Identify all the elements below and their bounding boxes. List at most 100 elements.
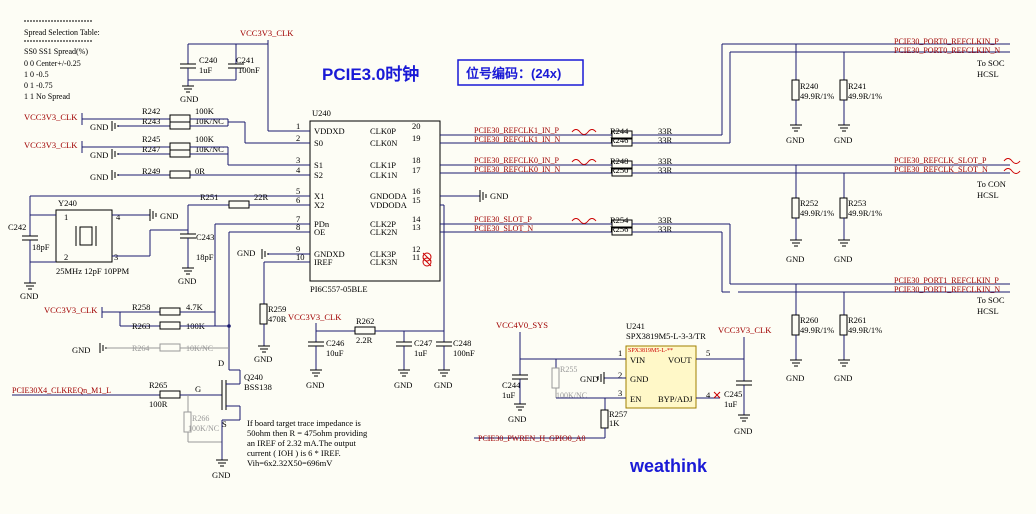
- resistor-ref: R254: [610, 215, 629, 225]
- cap-ref: C245: [724, 389, 742, 399]
- u240-body: [309, 120, 441, 282]
- u240-pin-number: 9: [296, 244, 300, 254]
- u240-pin-number: 7: [296, 214, 300, 224]
- note-line: 50ohm then R = 475ohm providing: [247, 428, 368, 438]
- resistor-value: 33R: [658, 215, 673, 225]
- net-label: PCIE30_REFCLK0_IN_N: [474, 165, 560, 174]
- spread-selection-table: Spread Selection Table: SS0 SS1 Spread(%…: [24, 20, 100, 101]
- gnd-label: GND: [580, 374, 598, 384]
- net-label: PCIE30_REFCLK0_IN_P: [474, 156, 559, 165]
- u240-pin-number: 5: [296, 186, 300, 196]
- crystal-pin: 1: [64, 212, 68, 222]
- net-label: PCIE30_REFCLK1_IN_N: [474, 135, 560, 144]
- u240-pin-name: GNDODA: [370, 191, 408, 201]
- net-label: PCIE30_REFCLK_SLOT_P: [894, 156, 987, 165]
- power-label-vcc33: VCC3V3_CLK: [240, 28, 294, 38]
- clock-output-nets: PCIE30_REFCLK1_IN_P PCIE30_REFCLK1_IN_N …: [422, 126, 612, 267]
- iref-network: GND R259 470R GND: [237, 248, 310, 364]
- u240-pin-name: VDDODA: [370, 200, 408, 210]
- mosfet-q240: PCIE30X4_CLKREQn_M1_L R265 100R G D S Q2…: [12, 358, 272, 480]
- resistor-value: 1K: [609, 418, 620, 428]
- u241-part: SPX3819M5-L-3-3/TR: [626, 331, 706, 341]
- cap-ref: C243: [196, 232, 214, 242]
- crystal-pin: 3: [114, 252, 118, 262]
- u241-pin-num: 1: [618, 348, 622, 358]
- resistor-value: 0R: [195, 166, 205, 176]
- gnd-label: GND: [394, 380, 412, 390]
- gnd-label: GND: [90, 150, 108, 160]
- resistor-value: 100K: [195, 134, 215, 144]
- page-title: PCIE3.0时钟: [322, 64, 419, 84]
- gnd-label: GND: [254, 354, 272, 364]
- dest-label: To SOC: [977, 295, 1005, 305]
- u240-pin-number: 2: [296, 133, 300, 143]
- resistor-ref: R241: [848, 81, 866, 91]
- u240-pin-number: 13: [412, 222, 421, 232]
- spread-table-header: Spread Selection Table:: [24, 28, 100, 37]
- u240-pin-number: 10: [296, 252, 305, 262]
- strap-resistors: VCC3V3_CLK GND R242 R243 100K 10K/NC VCC…: [24, 106, 310, 182]
- cap-ref: C244: [502, 380, 521, 390]
- crystal-pin: 4: [116, 212, 121, 222]
- u240-pin-name: IREF: [314, 257, 333, 267]
- spread-table-columns: SS0 SS1 Spread(%): [24, 47, 88, 56]
- resistor-value: 49.9R/1%: [800, 208, 834, 218]
- u241-pin-name: VOUT: [668, 355, 692, 365]
- cap-value: 18pF: [196, 252, 214, 262]
- mosfet-part: BSS138: [244, 382, 272, 392]
- gnd-label: GND: [508, 414, 526, 424]
- power-label-vcc33: VCC3V3_CLK: [288, 312, 342, 322]
- u240-pin-name: X1: [314, 191, 324, 201]
- u240-pin-number: 1: [296, 121, 300, 131]
- u240-part: PI6C557-05BLE: [310, 284, 368, 294]
- u240-pin-name: S1: [314, 160, 323, 170]
- gnd-label: GND: [734, 426, 752, 436]
- u240-pin-number: 14: [412, 214, 421, 224]
- resistor-ref: R249: [142, 166, 160, 176]
- u240-pin-name: CLK0P: [370, 126, 396, 136]
- resistor-ref: R242: [142, 106, 160, 116]
- cap-value: 1uF: [502, 390, 516, 400]
- net-label: PCIE30_PORT1_REFCLKIN_P: [894, 276, 999, 285]
- u240-pin-name: CLK1P: [370, 160, 396, 170]
- cap-value: 100nF: [453, 348, 475, 358]
- net-label: PCIE30_PORT0_REFCLKIN_N: [894, 46, 1000, 55]
- resistor-ref: R240: [800, 81, 818, 91]
- mosfet-drain-pin: D: [218, 358, 224, 368]
- cap-value: 18pF: [32, 242, 50, 252]
- gnd-label: GND: [20, 291, 38, 301]
- net-label-clkreq: PCIE30X4_CLKREQn_M1_L: [12, 386, 111, 395]
- gnd-label: GND: [237, 248, 255, 258]
- resistor-ref: R258: [132, 302, 150, 312]
- net-label: PCIE30_REFCLK_SLOT_N: [894, 165, 988, 174]
- u240-pin-name: PDn: [314, 219, 330, 229]
- resistor-value: 10K/NC: [195, 144, 224, 154]
- power-label-vcc33: VCC3V3_CLK: [24, 140, 78, 150]
- cap-ref: C242: [8, 222, 26, 232]
- u240-pin-number: 6: [296, 195, 300, 205]
- cap-value: 100nF: [238, 65, 260, 75]
- u241-pin-num: 3: [618, 388, 622, 398]
- resistor-value: 22R: [254, 192, 269, 202]
- dest-label: HCSL: [977, 306, 999, 316]
- crystal-part: 25MHz 12pF 10PPM: [56, 266, 130, 276]
- mosfet-ref: Q240: [244, 372, 263, 382]
- resistor-value: 49.9R/1%: [848, 208, 882, 218]
- resistor-value: 49.9R/1%: [800, 325, 834, 335]
- u240-pin-number: 12: [412, 244, 421, 254]
- u240-ref: U240: [312, 108, 331, 118]
- u240-pin-number: 8: [296, 222, 300, 232]
- gnd-label: GND: [90, 122, 108, 132]
- net-label: PCIE30_SLOT_P: [474, 215, 532, 224]
- cap-ref: C241: [236, 55, 254, 65]
- gnd-label: GND: [90, 172, 108, 182]
- spread-table-row: 1 0 -0.5: [24, 70, 49, 79]
- u240-pin-number: 19: [412, 133, 421, 143]
- cap-value: 1uF: [724, 399, 738, 409]
- power-label-vcc33: VCC3V3_CLK: [718, 325, 772, 335]
- crystal-pin: 2: [64, 252, 68, 262]
- u241-ldo: U241 SPX3819M5-L-3-3/TR SPX3819M5-L-** V…: [474, 320, 772, 443]
